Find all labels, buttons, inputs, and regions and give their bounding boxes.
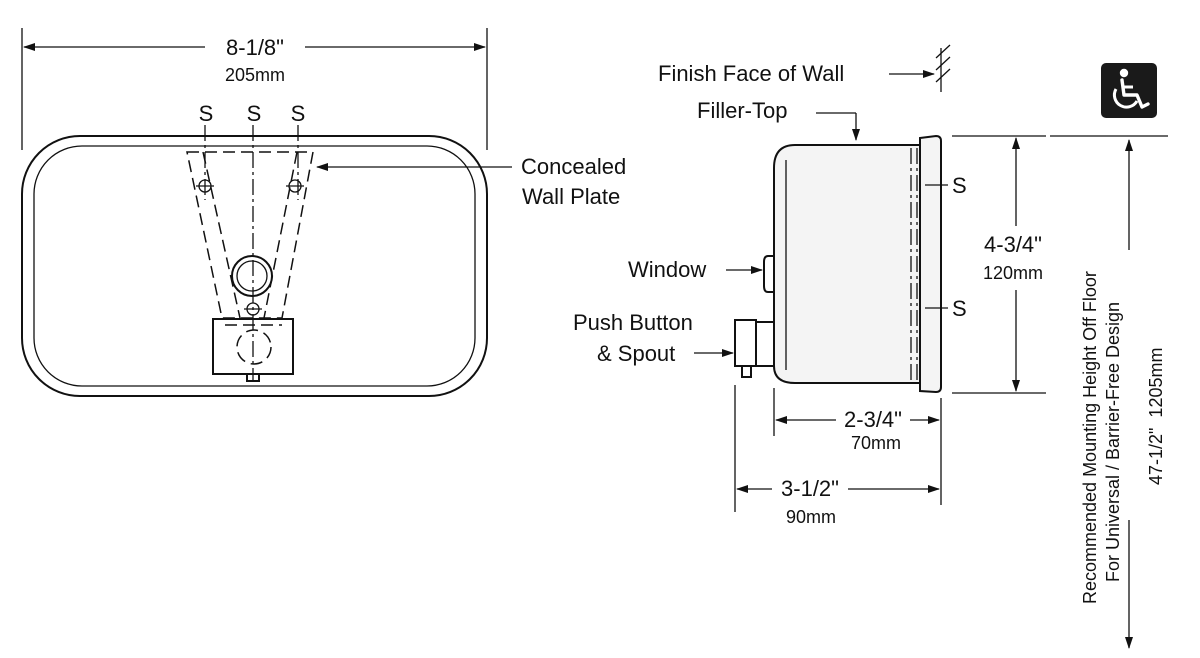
- side-push-button: [734, 319, 775, 378]
- wall-plate-inner-left: [202, 151, 241, 319]
- side-view: Finish Face of Wall Filler-Top S S Windo…: [573, 44, 1046, 527]
- screw-hole-center: [244, 302, 262, 316]
- mounting-height-label: 47-1/2" 1205mm: [1146, 348, 1166, 485]
- wheelchair-accessible-icon: [1101, 63, 1157, 118]
- screw-hole-right: [286, 179, 304, 193]
- wall-hatch-2: [935, 56, 951, 71]
- mounting-height-group: Recommended Mounting Height Off Floor Fo…: [1050, 63, 1168, 649]
- push-button-label-line1: Push Button: [573, 310, 693, 335]
- concealed-label-line2: Wall Plate: [522, 184, 620, 209]
- mounting-note-line2: For Universal / Barrier-Free Design: [1103, 302, 1123, 582]
- push-button-label-line2: & Spout: [597, 341, 675, 366]
- wall-plate-outline: [186, 151, 314, 319]
- front-push-button: [212, 318, 294, 382]
- wall-hatch-3: [935, 68, 951, 83]
- filler-top-label: Filler-Top: [697, 98, 787, 123]
- front-window: [231, 255, 273, 297]
- screw-hole-left: [196, 179, 214, 193]
- front-view: 8-1/8" 205mm S S S: [21, 28, 626, 397]
- side-screw-label-bottom: S: [952, 296, 967, 321]
- dispenser-front-inner: [33, 145, 476, 387]
- width-inches-label: 8-1/8": [226, 35, 284, 60]
- wall-plate-inner-right: [263, 151, 298, 319]
- wall-hatch-1: [935, 44, 951, 59]
- height-mm-label: 120mm: [983, 263, 1043, 283]
- screw-label-center: S: [247, 101, 262, 126]
- dispenser-back-plate: [919, 134, 942, 394]
- screw-label-right: S: [291, 101, 306, 126]
- side-window: [763, 255, 774, 293]
- width-mm-label: 205mm: [225, 65, 285, 85]
- window-label: Window: [628, 257, 706, 282]
- depth-body-inches-label: 2-3/4": [844, 407, 902, 432]
- dispenser-front-outer: [21, 135, 488, 397]
- depth-total-mm-label: 90mm: [786, 507, 836, 527]
- screw-label-left: S: [199, 101, 214, 126]
- depth-body-mm-label: 70mm: [851, 433, 901, 453]
- mounting-note-line1: Recommended Mounting Height Off Floor: [1080, 271, 1100, 604]
- depth-total-inches-label: 3-1/2": [781, 476, 839, 501]
- side-screw-label-top: S: [952, 173, 967, 198]
- concealed-label-line1: Concealed: [521, 154, 626, 179]
- dispenser-side-body: [773, 144, 920, 384]
- height-inches-label: 4-3/4": [984, 232, 1042, 257]
- finish-face-of-wall-label: Finish Face of Wall: [658, 61, 844, 86]
